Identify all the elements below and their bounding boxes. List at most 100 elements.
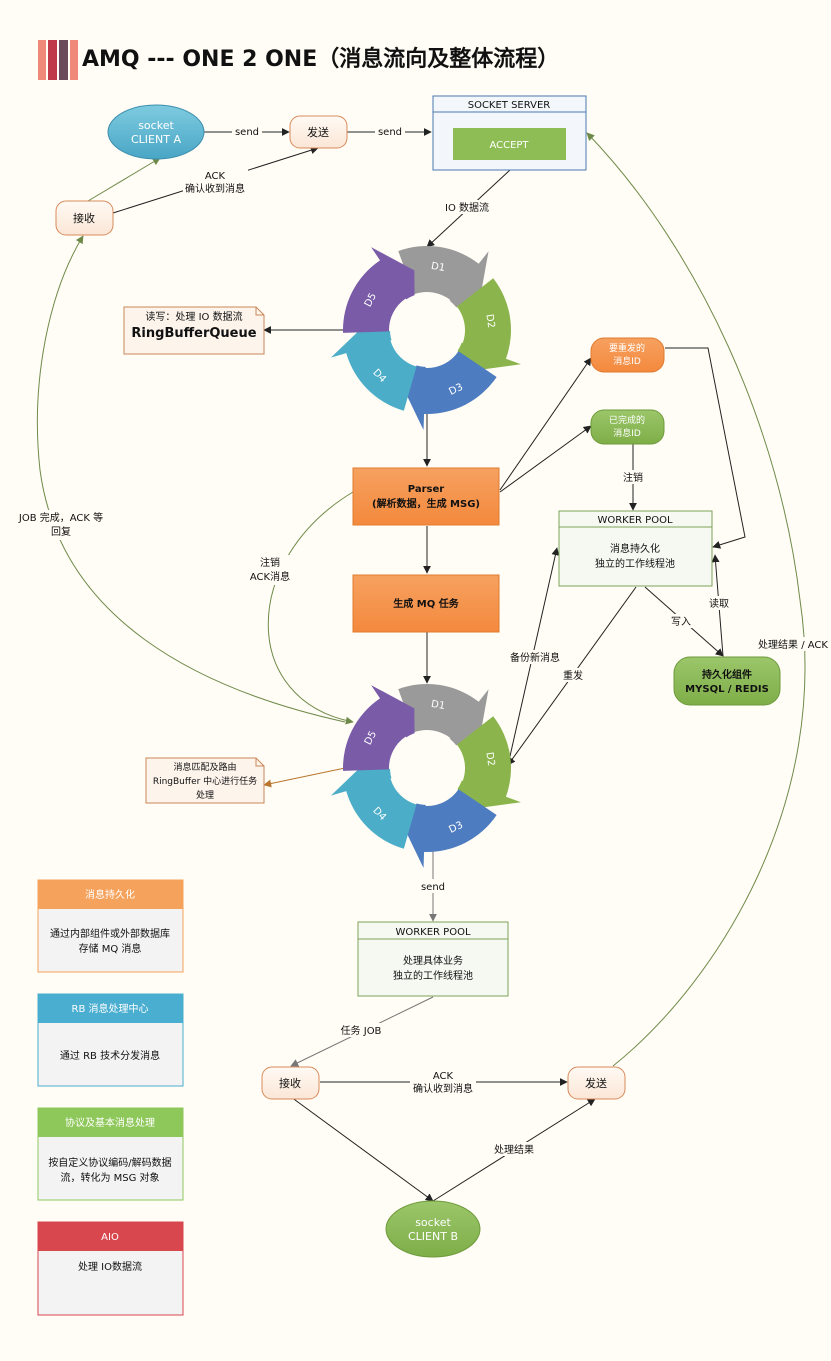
legend-persistence-body-2: 存储 MQ 消息 — [79, 942, 142, 955]
match-note-line-1: 消息匹配及路由 — [173, 761, 236, 773]
ring-note-line-1: 读写：处理 IO 数据流 — [145, 310, 242, 323]
client-b-node[interactable]: socket CLIENT B — [385, 1200, 481, 1258]
ring-segment-label-d2: D2 — [483, 751, 496, 766]
ring-segment-label-d1: D1 — [430, 699, 446, 712]
resend-ids-label-2: 消息ID — [613, 355, 641, 367]
match-route-note: 消息匹配及路由 RingBuffer 中心进行任务 处理 — [145, 757, 265, 804]
legend-persistence: 消息持久化 通过内部组件或外部数据库 存储 MQ 消息 — [37, 879, 184, 973]
legend-rb-body-1: 通过 RB 技术分发消息 — [60, 1049, 160, 1062]
worker-pool-2-body-1: 处理具体业务 — [403, 954, 463, 967]
match-note-line-3: 处理 — [196, 789, 214, 801]
client-a-label-2: CLIENT A — [131, 133, 181, 146]
label-ack-bottom-2: 确认收到消息 — [413, 1082, 473, 1095]
legend-protocol-body-1: 按自定义协议编码/解码数据 — [48, 1156, 171, 1169]
client-b-label-1: socket — [415, 1216, 451, 1229]
ring-segment-d5 — [343, 247, 415, 333]
edges — [36, 128, 806, 1202]
edge-parser-done — [499, 425, 592, 493]
persist-component-node[interactable]: 持久化组件 MYSQL / REDIS — [673, 656, 781, 706]
match-note-line-2: RingBuffer 中心进行任务 — [153, 775, 257, 787]
label-job-done-1: JOB 完成，ACK 等 — [18, 511, 103, 524]
label-cancel-1: 注销 — [623, 471, 643, 484]
label-ack-top-2: 确认收到消息 — [185, 182, 245, 195]
label-resend: 重发 — [563, 669, 583, 682]
edge-recv-clienta — [87, 157, 161, 202]
legend-rb-center: RB 消息处理中心 通过 RB 技术分发消息 — [37, 993, 184, 1087]
ring-segment-label-d1: D1 — [430, 261, 446, 274]
done-ids-node[interactable]: 已完成的 消息ID — [590, 409, 665, 445]
recv-node-top[interactable]: 接收 — [55, 200, 114, 236]
edge-job-done — [36, 235, 346, 723]
ring-segment-d4 — [330, 761, 417, 849]
ring-segment-d3 — [402, 789, 497, 868]
client-b-label-2: CLIENT B — [408, 1230, 458, 1243]
resend-ids-label-1: 要重发的 — [609, 342, 645, 354]
accept-box[interactable] — [453, 128, 566, 160]
recv-node-bottom[interactable]: 接收 — [261, 1066, 320, 1100]
accept-label: ACCEPT — [489, 140, 529, 151]
worker-pool-1-body-2: 独立的工作线程池 — [595, 557, 675, 570]
legend-aio-header: AIO — [101, 1232, 119, 1243]
parser-label-1: Parser — [408, 484, 444, 495]
client-a-node[interactable]: socket CLIENT A — [107, 104, 205, 160]
ring-note-line-2: RingBufferQueue — [131, 326, 256, 341]
worker-pool-business-node[interactable]: WORKER POOL 处理具体业务 独立的工作线程池 — [357, 921, 509, 997]
worker-pool-1-body-1: 消息持久化 — [610, 542, 660, 555]
label-io-stream: IO 数据流 — [445, 201, 489, 214]
title-logo — [38, 40, 78, 80]
ring-segment-d1 — [398, 683, 489, 751]
send-node-top[interactable]: 发送 — [289, 115, 348, 149]
label-result: 处理结果 — [494, 1143, 534, 1156]
label-job-done-2: 回复 — [51, 525, 71, 538]
worker-pool-1-title: WORKER POOL — [597, 515, 672, 526]
send-node-bottom-label: 发送 — [585, 1076, 607, 1090]
label-cancel-ack-1: 注销 — [260, 556, 280, 569]
label-send-2: send — [378, 127, 402, 138]
worker-pool-persist-node[interactable]: WORKER POOL 消息持久化 独立的工作线程池 — [558, 510, 713, 587]
label-cancel-ack-2: ACK消息 — [250, 570, 290, 583]
ring-buffer-note: 读写：处理 IO 数据流 RingBufferQueue — [123, 306, 265, 355]
legend-aio-body-1: 处理 IO数据流 — [78, 1260, 142, 1273]
legend-persistence-header: 消息持久化 — [85, 888, 135, 901]
label-read: 读取 — [709, 597, 729, 610]
resend-ids-node[interactable]: 要重发的 消息ID — [590, 337, 665, 373]
legend-protocol-body-2: 流，转化为 MSG 对象 — [60, 1171, 159, 1184]
send-node-bottom[interactable]: 发送 — [567, 1066, 626, 1100]
ring-segment-d2 — [447, 278, 521, 371]
label-result-ack: 处理结果 / ACK — [758, 638, 828, 651]
recv-node-bottom-label: 接收 — [279, 1076, 301, 1090]
legend-persistence-body-1: 通过内部组件或外部数据库 — [50, 927, 170, 940]
legend-aio: AIO 处理 IO数据流 — [37, 1221, 184, 1316]
done-ids-label-2: 消息ID — [613, 427, 641, 439]
legend-protocol: 协议及基本消息处理 按自定义协议编码/解码数据 流，转化为 MSG 对象 — [37, 1107, 184, 1201]
gen-task-label: 生成 MQ 任务 — [393, 597, 459, 610]
socket-server-title: SOCKET SERVER — [468, 100, 551, 111]
client-a-label-1: socket — [138, 119, 174, 132]
edge-recv-clientb — [290, 1096, 434, 1202]
edge-resend-worker — [665, 347, 746, 549]
label-backup: 备份新消息 — [510, 651, 560, 664]
done-ids-label-1: 已完成的 — [609, 414, 645, 426]
ring-segment-label-d2: D2 — [483, 313, 496, 328]
ring-center — [390, 731, 464, 805]
ring-segment-d2 — [447, 716, 521, 809]
send-node-top-label: 发送 — [307, 125, 329, 139]
label-send-3: send — [421, 882, 445, 893]
persist-component-label-2: MYSQL / REDIS — [685, 684, 769, 695]
ring-segment-d3 — [402, 351, 497, 430]
edge-parser-resend — [499, 357, 592, 491]
label-ack-bottom-1: ACK — [433, 1071, 454, 1082]
edge-ring2-note — [263, 767, 346, 788]
ring-center — [390, 293, 464, 367]
socket-server-node[interactable]: SOCKET SERVER ACCEPT — [432, 95, 587, 171]
parser-node[interactable]: Parser (解析数据，生成 MSG) — [352, 467, 500, 526]
ring-segment-d1 — [398, 246, 489, 313]
ring-segment-d5 — [343, 685, 415, 771]
gen-task-node[interactable]: 生成 MQ 任务 — [352, 574, 500, 633]
edge-cancel-ack — [267, 491, 354, 725]
worker-pool-2-body-2: 独立的工作线程池 — [393, 969, 473, 982]
label-ack-top-1: ACK — [205, 171, 226, 182]
